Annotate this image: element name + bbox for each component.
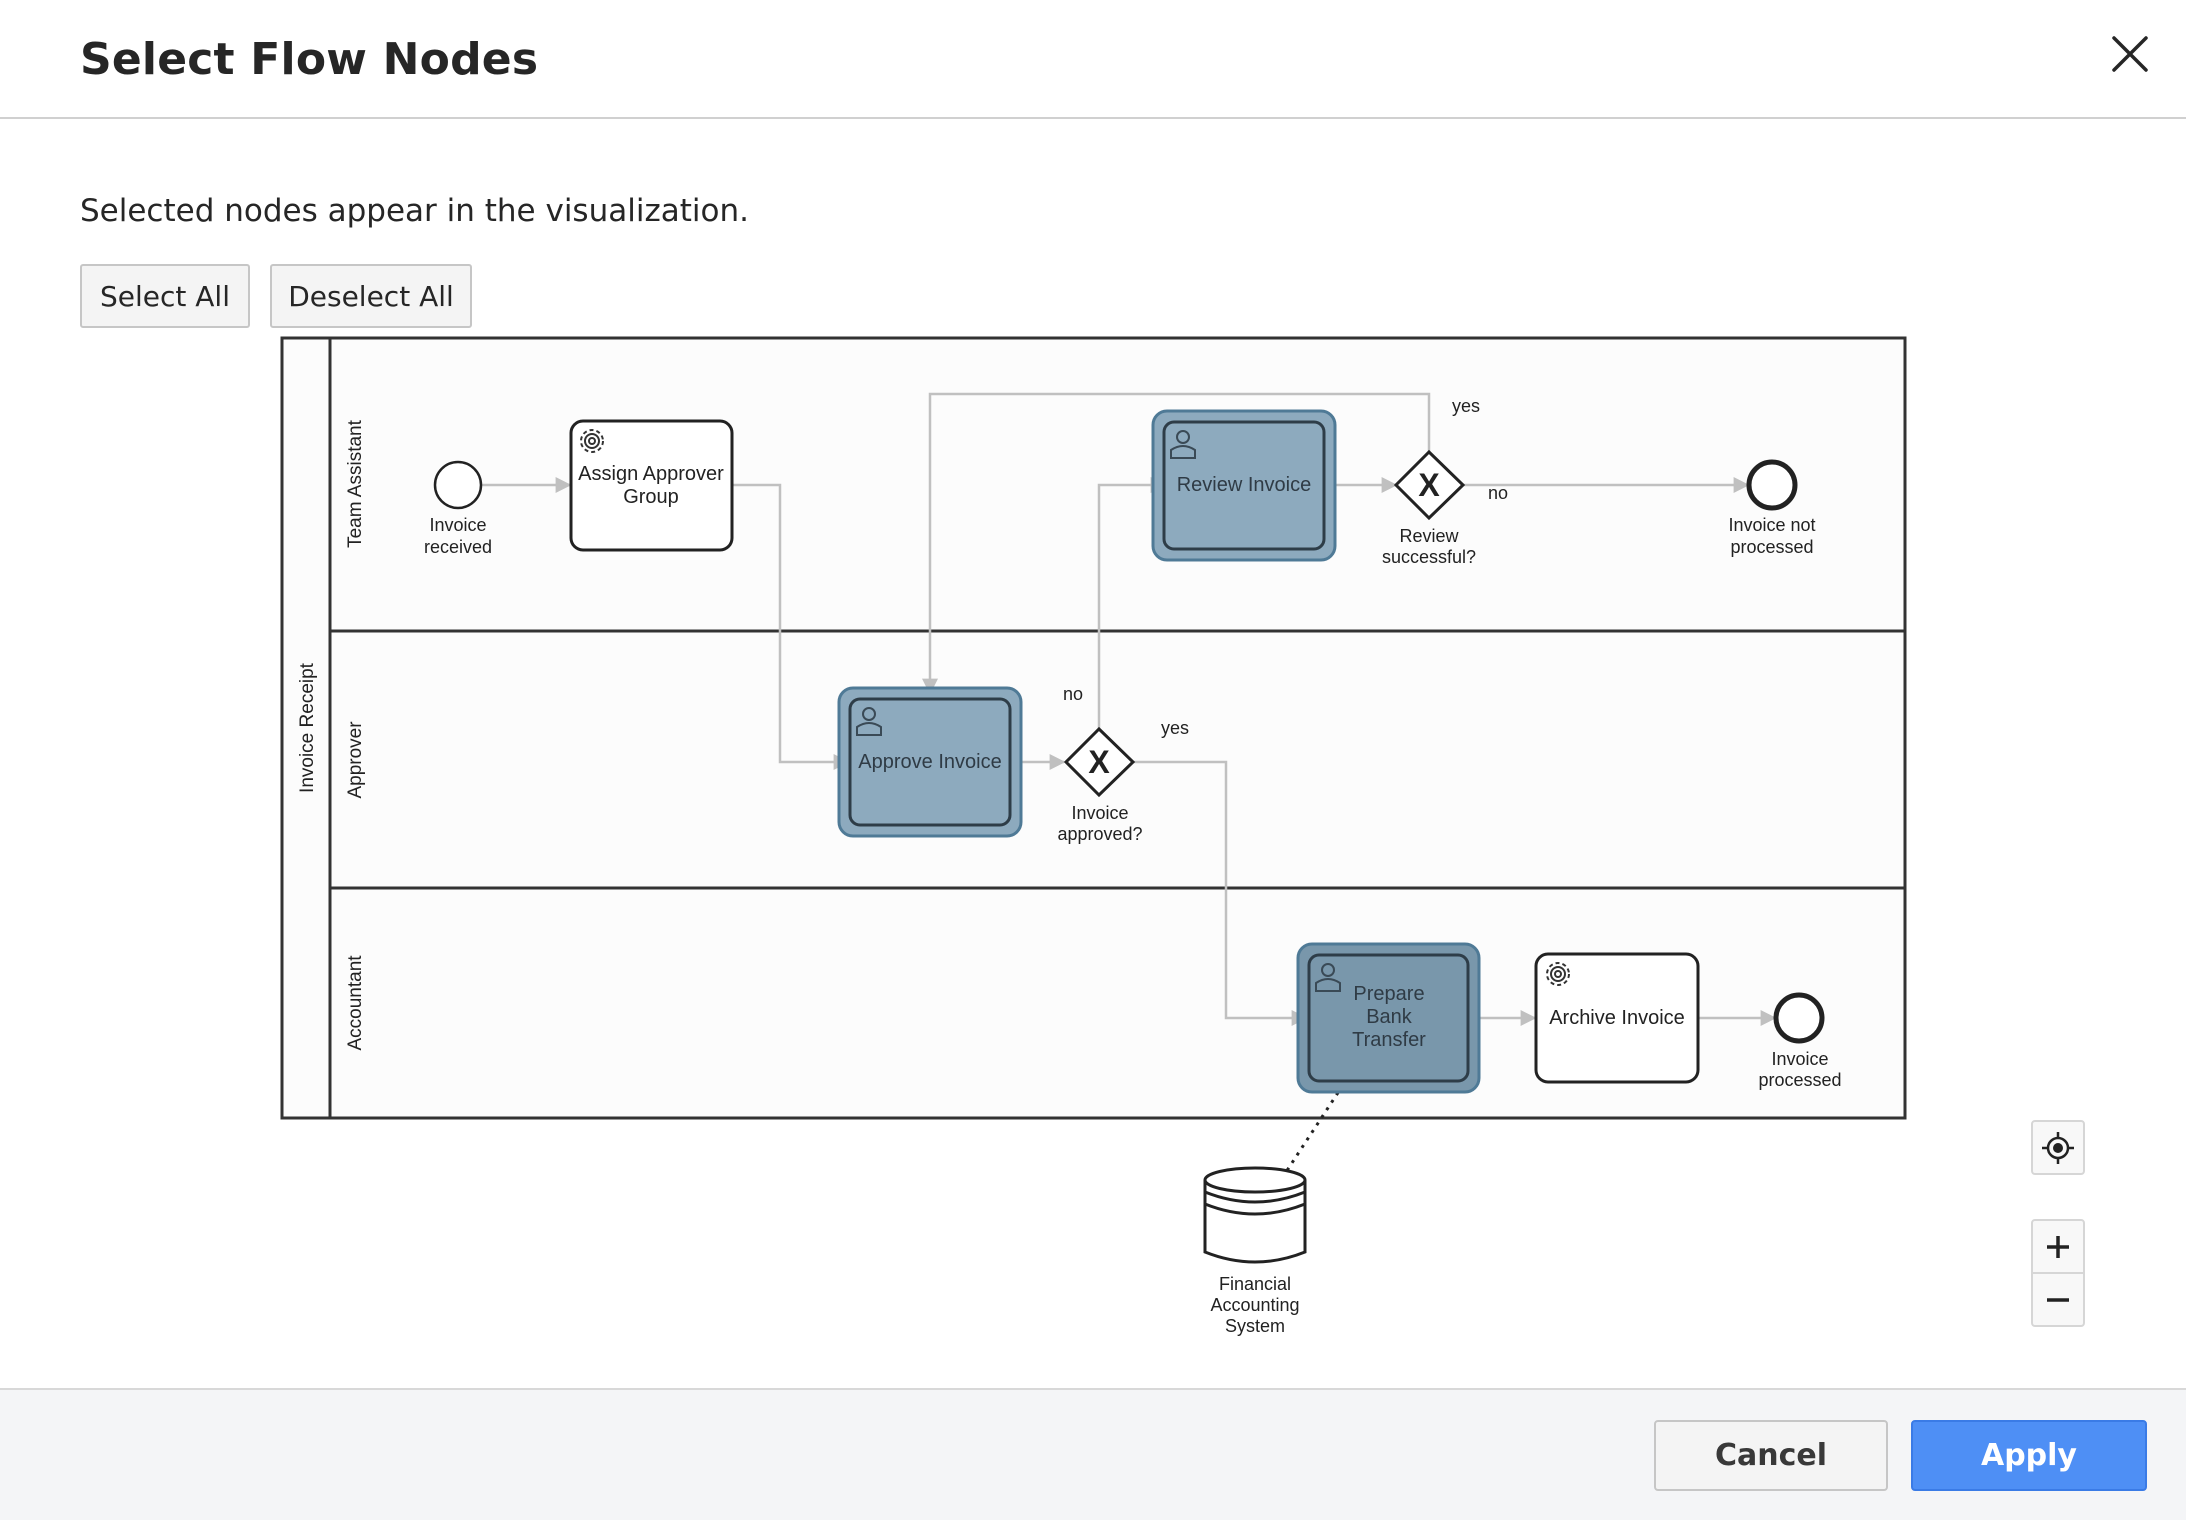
flow-label-approved-yes: yes xyxy=(1161,718,1189,738)
lane-approver: Approver xyxy=(330,721,1905,890)
task-archive-invoice[interactable]: Archive Invoice xyxy=(1534,952,1700,1084)
flow-approved-yes xyxy=(1133,760,1308,1026)
svg-text:Accounting: Accounting xyxy=(1210,1295,1299,1315)
svg-text:processed: processed xyxy=(1730,537,1813,557)
crosshair-icon xyxy=(2042,1131,2074,1164)
gear-icon xyxy=(1546,962,1570,986)
flow-label-review-yes: yes xyxy=(1452,396,1480,416)
close-button[interactable] xyxy=(2104,28,2156,80)
sequence-flows xyxy=(482,392,1777,1026)
close-icon xyxy=(2112,36,2148,72)
end-event-invoice-processed[interactable]: Invoice processed xyxy=(1758,992,1842,1090)
flow-review-yes xyxy=(922,392,1431,695)
gateway-invoice-approved[interactable]: X Invoice approved? xyxy=(1057,726,1143,844)
svg-text:Archive Invoice: Archive Invoice xyxy=(1549,1007,1685,1029)
svg-text:received: received xyxy=(424,537,492,557)
svg-text:Group: Group xyxy=(623,486,679,508)
flow-assign-to-approve xyxy=(733,483,850,770)
lane-team-assistant: Team Assistant xyxy=(330,419,1905,633)
svg-text:Invoice not: Invoice not xyxy=(1728,515,1815,535)
svg-text:Prepare: Prepare xyxy=(1353,983,1424,1005)
recenter-button[interactable] xyxy=(2031,1120,2085,1175)
svg-text:Invoice: Invoice xyxy=(429,515,486,535)
gear-icon xyxy=(580,429,604,453)
lane-label-approver: Approver xyxy=(345,721,366,799)
zoom-in-button[interactable] xyxy=(2031,1219,2085,1274)
dialog-description: Selected nodes appear in the visualizati… xyxy=(80,193,749,229)
svg-text:approved?: approved? xyxy=(1057,824,1142,844)
task-assign-approver-group[interactable]: Assign Approver Group xyxy=(569,419,734,552)
lane-label-team-assistant: Team Assistant xyxy=(345,419,366,547)
svg-text:Invoice: Invoice xyxy=(1071,803,1128,823)
flow-approved-no xyxy=(1097,477,1167,729)
data-store-financial-accounting-system[interactable]: Financial Accounting System xyxy=(1203,1166,1307,1336)
svg-text:System: System xyxy=(1225,1316,1285,1336)
svg-text:Bank: Bank xyxy=(1366,1006,1413,1028)
x-icon: X xyxy=(1418,467,1440,503)
user-icon xyxy=(1170,430,1196,459)
task-review-invoice[interactable]: Review Invoice xyxy=(1151,409,1337,562)
svg-text:Transfer: Transfer xyxy=(1352,1029,1426,1051)
svg-text:Review: Review xyxy=(1399,526,1459,546)
minus-icon xyxy=(2047,1297,2069,1302)
select-all-button[interactable]: Select All xyxy=(80,264,250,328)
deselect-all-button[interactable]: Deselect All xyxy=(270,264,472,328)
pool-label: Invoice Receipt xyxy=(297,662,318,793)
svg-text:Invoice: Invoice xyxy=(1771,1049,1828,1069)
svg-text:Review Invoice: Review Invoice xyxy=(1177,474,1312,496)
svg-text:processed: processed xyxy=(1758,1070,1841,1090)
user-icon xyxy=(856,707,882,736)
cancel-button[interactable]: Cancel xyxy=(1654,1420,1888,1491)
svg-text:Assign Approver: Assign Approver xyxy=(578,463,724,485)
end-event-invoice-not-processed[interactable]: Invoice not processed xyxy=(1728,459,1816,557)
flow-label-review-no: no xyxy=(1488,483,1508,503)
lane-label-accountant: Accountant xyxy=(345,955,366,1051)
plus-icon xyxy=(2047,1235,2069,1258)
x-icon: X xyxy=(1088,744,1110,780)
task-prepare-bank-transfer[interactable]: Prepare Bank Transfer xyxy=(1296,942,1481,1094)
dialog-header: Select Flow Nodes xyxy=(0,0,2186,119)
task-approve-invoice[interactable]: Approve Invoice xyxy=(837,686,1023,838)
svg-text:Financial: Financial xyxy=(1219,1274,1291,1294)
gateway-review-successful[interactable]: X Review successful? xyxy=(1382,449,1476,567)
apply-button[interactable]: Apply xyxy=(1911,1420,2147,1491)
svg-text:Approve Invoice: Approve Invoice xyxy=(858,751,1001,773)
dialog-title: Select Flow Nodes xyxy=(80,34,539,85)
bpmn-diagram[interactable]: Invoice Receipt Team Assistant Approver … xyxy=(0,0,2186,1390)
zoom-out-button[interactable] xyxy=(2031,1272,2085,1327)
user-icon xyxy=(1315,963,1341,992)
start-event-invoice-received[interactable]: Invoice received xyxy=(424,460,492,557)
svg-text:successful?: successful? xyxy=(1382,547,1476,567)
lane-accountant: Accountant xyxy=(345,955,366,1051)
flow-label-approved-no: no xyxy=(1063,684,1083,704)
